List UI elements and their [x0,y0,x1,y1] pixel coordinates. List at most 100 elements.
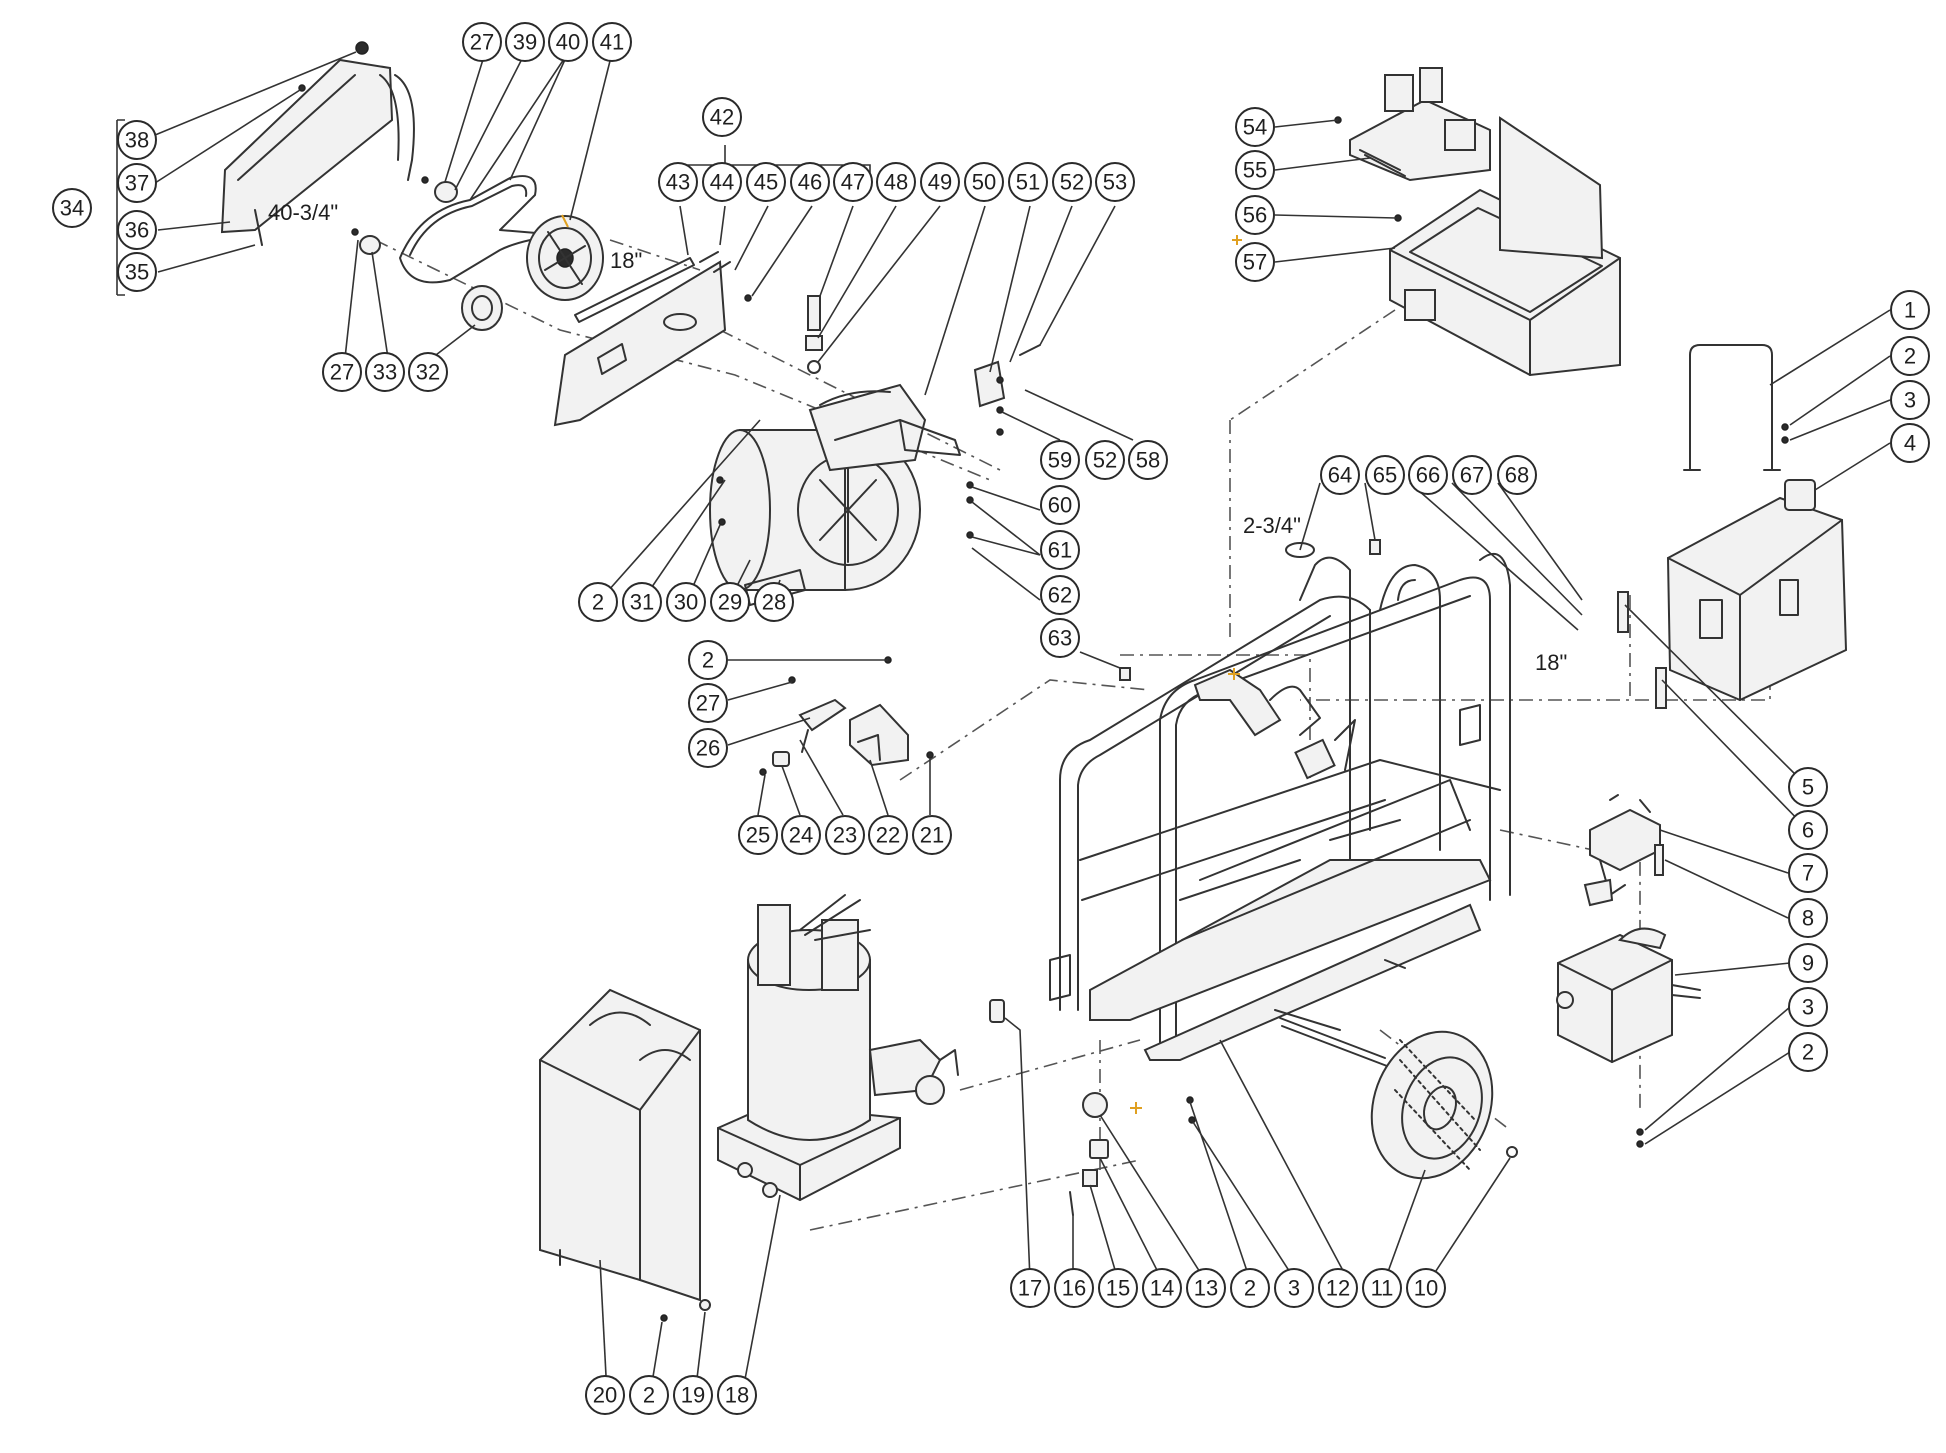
callout: 62 [1040,575,1080,615]
svg-text:27: 27 [330,360,354,385]
svg-text:29: 29 [718,590,742,615]
callout: 52 [1085,440,1125,480]
svg-text:3: 3 [1904,388,1916,413]
svg-text:52: 52 [1060,170,1084,195]
callout: 49 [920,162,960,202]
callout: 55 [1235,150,1275,190]
callout: 25 [738,815,778,855]
svg-text:14: 14 [1150,1276,1174,1301]
svg-text:2: 2 [1802,1040,1814,1065]
svg-text:13: 13 [1194,1276,1218,1301]
control-box [1232,67,1621,377]
svg-text:1: 1 [1904,298,1916,323]
svg-text:64: 64 [1328,463,1352,488]
svg-text:2: 2 [643,1383,655,1408]
svg-text:58: 58 [1136,448,1160,473]
svg-text:60: 60 [1048,493,1072,518]
svg-text:24: 24 [789,823,813,848]
fuel-tank [1617,309,1891,831]
burner-shroud [539,988,711,1396]
callout: 3 [1890,380,1930,420]
callout: 19 [673,1375,713,1415]
svg-text:9: 9 [1802,951,1814,976]
dimension-hose-right: 18" [1535,650,1567,675]
svg-text:59: 59 [1048,448,1072,473]
dimension-hose-top: 2-3/4" [1243,513,1301,538]
callout: 38 [117,120,157,160]
callout: 36 [117,210,157,250]
callout: 46 [790,162,830,202]
callout: 37 [117,163,157,203]
svg-text:31: 31 [630,590,654,615]
svg-text:44: 44 [710,170,734,195]
callout: 9 [1788,943,1828,983]
callout: 2 [629,1375,669,1415]
callout: 15 [1098,1268,1138,1308]
callout: 30 [666,582,706,622]
svg-text:8: 8 [1802,906,1814,931]
svg-text:54: 54 [1243,115,1267,140]
callout: 7 [1788,853,1828,893]
svg-text:7: 7 [1802,861,1814,886]
callout: 13 [1186,1268,1226,1308]
callout: 21 [912,815,952,855]
callout: 56 [1235,195,1275,235]
svg-text:32: 32 [416,360,440,385]
callouts: 38 37 34 36 35 27 39 40 41 27 33 32 42 4… [52,22,1930,1415]
svg-text:26: 26 [696,736,720,761]
callout: 2 [578,582,618,622]
svg-text:17: 17 [1018,1276,1042,1301]
detergent-tank [1556,927,1791,1148]
callout: 54 [1235,107,1275,147]
callout: 2 [688,640,728,680]
svg-text:34: 34 [60,196,84,221]
svg-text:21: 21 [920,823,944,848]
callout: 42 [702,97,742,137]
svg-text:56: 56 [1243,203,1267,228]
svg-text:55: 55 [1243,158,1267,183]
svg-text:49: 49 [928,170,952,195]
svg-text:65: 65 [1373,463,1397,488]
svg-text:12: 12 [1326,1276,1350,1301]
callout: 52 [1052,162,1092,202]
callout: 20 [585,1375,625,1415]
callout: 64 [1320,455,1360,495]
callout: 29 [710,582,750,622]
svg-text:46: 46 [798,170,822,195]
svg-text:22: 22 [876,823,900,848]
svg-text:63: 63 [1048,626,1072,651]
svg-text:35: 35 [125,260,149,285]
callout: 43 [658,162,698,202]
svg-text:33: 33 [373,360,397,385]
callout: 60 [1040,485,1080,525]
callout: 17 [1010,1268,1050,1308]
svg-text:42: 42 [710,105,734,130]
callout: 14 [1142,1268,1182,1308]
callout: 66 [1408,455,1448,495]
callout: 1 [1890,290,1930,330]
callout: 51 [1008,162,1048,202]
callout: 23 [825,815,865,855]
callout: 34 [52,188,92,228]
callout: 48 [876,162,916,202]
svg-text:68: 68 [1505,463,1529,488]
svg-text:19: 19 [681,1383,705,1408]
callout: 41 [592,22,632,62]
callout: 10 [1406,1268,1446,1308]
callout: 50 [964,162,1004,202]
svg-text:37: 37 [125,171,149,196]
svg-text:36: 36 [125,218,149,243]
callout: 5 [1788,767,1828,807]
svg-text:48: 48 [884,170,908,195]
svg-text:57: 57 [1243,250,1267,275]
callout: 63 [1040,618,1080,658]
callout: 65 [1365,455,1405,495]
svg-text:5: 5 [1802,775,1814,800]
svg-text:20: 20 [593,1383,617,1408]
unloader-valve [1583,794,1789,919]
callout: 8 [1788,898,1828,938]
svg-text:6: 6 [1802,818,1814,843]
callout: 53 [1095,162,1135,202]
frame [1049,482,1583,1281]
